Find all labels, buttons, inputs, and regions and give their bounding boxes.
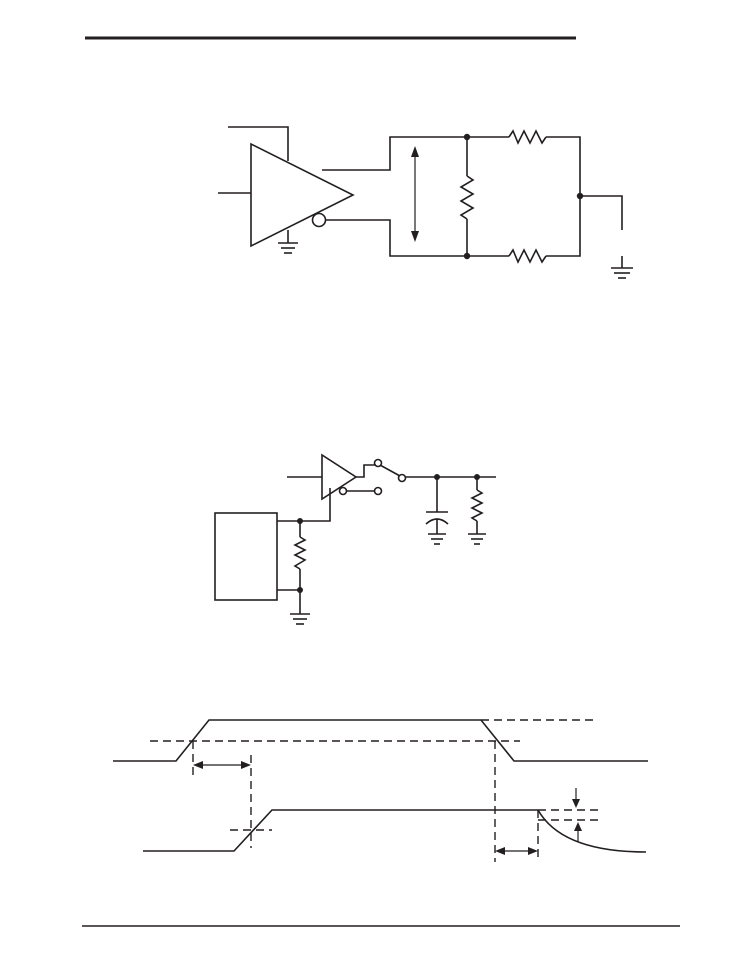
output-waveform [143,809,538,852]
switch-pivot [397,473,407,483]
enable-bubble [338,486,348,496]
buffer-output-wire [356,464,376,478]
differential-driver-test-circuit [218,126,633,279]
enable-timing-waveform [113,719,648,862]
switch-contact-a [373,458,383,468]
driver-enable-test-circuit [214,453,496,625]
differential-driver [250,142,355,248]
load-resistor-2 [468,477,486,545]
driver-ground-symbol [278,230,298,254]
load-resistor [459,137,475,256]
termination-resistor-top [467,129,581,196]
midpoint-to-ground-wire [580,195,623,230]
switch-blade [379,464,401,477]
generator-output-wire [277,488,331,522]
disable-delay-arrow [495,847,538,855]
buffer [321,453,358,501]
output-b-wire [326,219,467,257]
supply-lead [228,126,289,161]
differential-voltage-arrow [411,146,419,242]
midpoint-ground-symbol [611,256,633,279]
output-a-wire [322,136,467,171]
generator-ground-symbol [290,590,310,625]
input-waveform [113,719,648,762]
output-decay-curve [537,809,647,853]
termination-resistor-bottom [467,196,581,264]
switch-contact-b [373,486,383,496]
bias-resistor [293,521,307,590]
voltage-delta-arrows [572,788,582,842]
inverting-output-bubble [311,212,327,228]
pulse-generator-box [214,512,278,601]
load-capacitor [425,477,449,545]
enable-delay-arrow [193,761,251,769]
